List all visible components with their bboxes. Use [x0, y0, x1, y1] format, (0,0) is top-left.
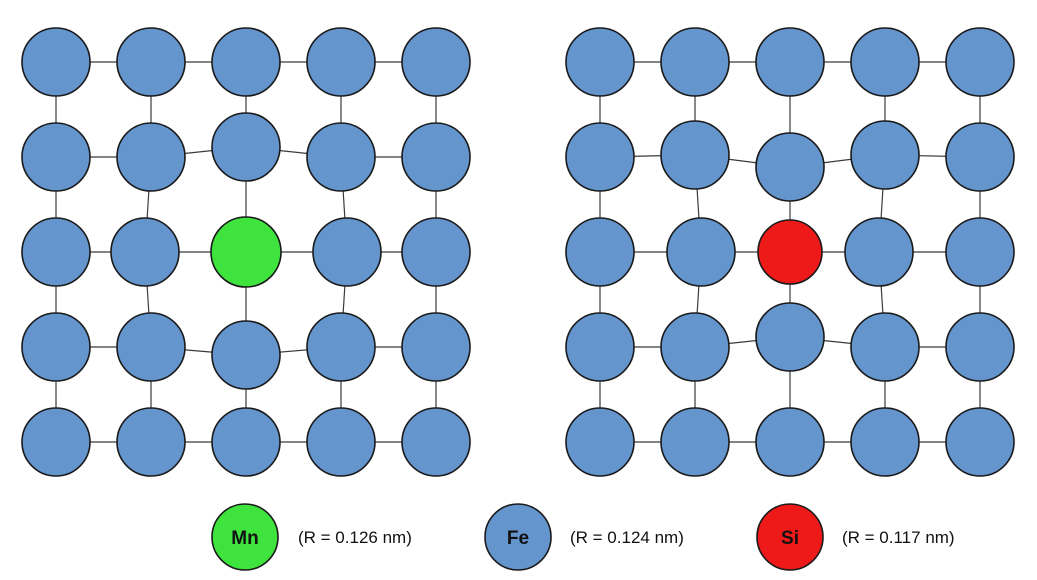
fe-host-atom	[565, 312, 635, 382]
fe-host-atom	[945, 217, 1015, 287]
fe-host-atom	[850, 120, 920, 190]
si-lattice	[565, 27, 1015, 477]
fe-host-atom	[401, 217, 471, 287]
fe-host-atom	[401, 312, 471, 382]
fe-host-atom	[306, 312, 376, 382]
si-atom-swatch	[756, 503, 824, 571]
fe-host-atom	[110, 217, 180, 287]
legend-item-mn: Mn (R = 0.126 nm)	[211, 503, 412, 571]
fe-host-atom	[21, 217, 91, 287]
fe-host-atom	[755, 27, 825, 97]
mn-atom-swatch	[211, 503, 279, 571]
fe-host-atom	[21, 407, 91, 477]
mn-radius-label: (R = 0.126 nm)	[298, 528, 412, 547]
mn-solute-atom	[210, 216, 282, 288]
mn-symbol: Mn	[231, 528, 258, 549]
fe-host-atom	[306, 122, 376, 192]
fe-host-atom	[116, 407, 186, 477]
si-radius-label: (R = 0.117 nm)	[842, 528, 955, 547]
fe-host-atom	[565, 407, 635, 477]
fe-host-atom	[945, 407, 1015, 477]
fe-host-atom	[21, 312, 91, 382]
fe-host-atom	[660, 407, 730, 477]
fe-host-atom	[850, 312, 920, 382]
fe-host-atom	[565, 122, 635, 192]
legend: Mn (R = 0.126 nm) Fe (R = 0.124 nm) Si (…	[211, 503, 955, 571]
fe-host-atom	[945, 312, 1015, 382]
si-symbol: Si	[781, 528, 799, 549]
fe-symbol: Fe	[507, 528, 529, 549]
fe-host-atom	[401, 27, 471, 97]
fe-host-atom	[660, 312, 730, 382]
fe-host-atom	[755, 132, 825, 202]
fe-host-atom	[116, 122, 186, 192]
fe-host-atom	[211, 112, 281, 182]
fe-host-atom	[844, 217, 914, 287]
fe-host-atom	[755, 407, 825, 477]
fe-host-atom	[850, 27, 920, 97]
fe-atom-swatch	[484, 503, 552, 571]
fe-host-atom	[755, 302, 825, 372]
fe-host-atom	[116, 27, 186, 97]
legend-item-fe: Fe (R = 0.124 nm)	[484, 503, 684, 571]
fe-host-atom	[945, 122, 1015, 192]
fe-host-atom	[666, 217, 736, 287]
fe-host-atom	[306, 27, 376, 97]
fe-host-atom	[306, 407, 376, 477]
si-solute-atom	[757, 219, 823, 285]
fe-host-atom	[21, 27, 91, 97]
fe-radius-label: (R = 0.124 nm)	[570, 528, 684, 547]
legend-item-si: Si (R = 0.117 nm)	[756, 503, 955, 571]
fe-host-atom	[660, 27, 730, 97]
fe-host-atom	[565, 217, 635, 287]
fe-host-atom	[116, 312, 186, 382]
fe-host-atom	[565, 27, 635, 97]
fe-host-atom	[312, 217, 382, 287]
fe-host-atom	[211, 407, 281, 477]
fe-host-atom	[660, 120, 730, 190]
fe-host-atom	[850, 407, 920, 477]
fe-host-atom	[211, 320, 281, 390]
fe-host-atom	[211, 27, 281, 97]
fe-host-atom	[401, 122, 471, 192]
fe-host-atom	[21, 122, 91, 192]
fe-host-atom	[945, 27, 1015, 97]
fe-host-atom	[401, 407, 471, 477]
mn-lattice	[21, 27, 471, 477]
